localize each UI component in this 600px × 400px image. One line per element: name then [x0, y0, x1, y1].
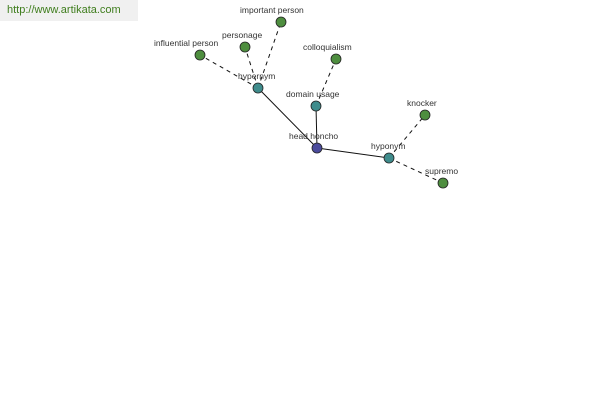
label-domain-usage[interactable]: domain usage — [286, 89, 340, 99]
node-supremo[interactable] — [437, 177, 449, 189]
edge-hypernym-personage — [244, 46, 259, 89]
label-knocker[interactable]: knocker — [407, 98, 437, 108]
edge-domain-usage-colloquialism — [315, 58, 337, 107]
edge-hypernym-influential-person — [199, 54, 259, 89]
edge-head-honcho-domain-usage — [315, 105, 318, 149]
node-knocker[interactable] — [419, 109, 431, 121]
node-personage[interactable] — [239, 41, 251, 53]
label-influential-person[interactable]: influential person — [154, 38, 219, 48]
node-influential-person[interactable] — [194, 49, 206, 61]
graph-labels: head honcho hypernym domain usage hyponym im… — [154, 5, 458, 176]
watermark-url[interactable]: http://www.artikata.com — [0, 0, 138, 21]
label-important-person[interactable]: important person — [240, 5, 304, 15]
label-hypernym[interactable]: hypernym — [238, 71, 275, 81]
graph-nodes — [194, 16, 449, 189]
node-important-person[interactable] — [275, 16, 287, 28]
label-head-honcho[interactable]: head honcho — [289, 131, 338, 141]
node-hypernym[interactable] — [252, 82, 264, 94]
edge-head-honcho-hypernym — [257, 87, 318, 149]
node-colloquialism[interactable] — [330, 53, 342, 65]
node-head-honcho[interactable] — [311, 142, 323, 154]
edge-hyponym-knocker — [388, 114, 426, 159]
node-hyponym[interactable] — [383, 152, 395, 164]
edge-head-honcho-hyponym — [316, 147, 390, 159]
graph-edges — [199, 21, 444, 184]
edge-hyponym-supremo — [388, 157, 444, 184]
label-personage[interactable]: personage — [222, 30, 262, 40]
node-domain-usage[interactable] — [310, 100, 322, 112]
label-supremo[interactable]: supremo — [425, 166, 458, 176]
edge-hypernym-important-person — [257, 21, 282, 89]
label-hyponym[interactable]: hyponym — [371, 141, 406, 151]
label-colloquialism[interactable]: colloquialism — [303, 42, 352, 52]
